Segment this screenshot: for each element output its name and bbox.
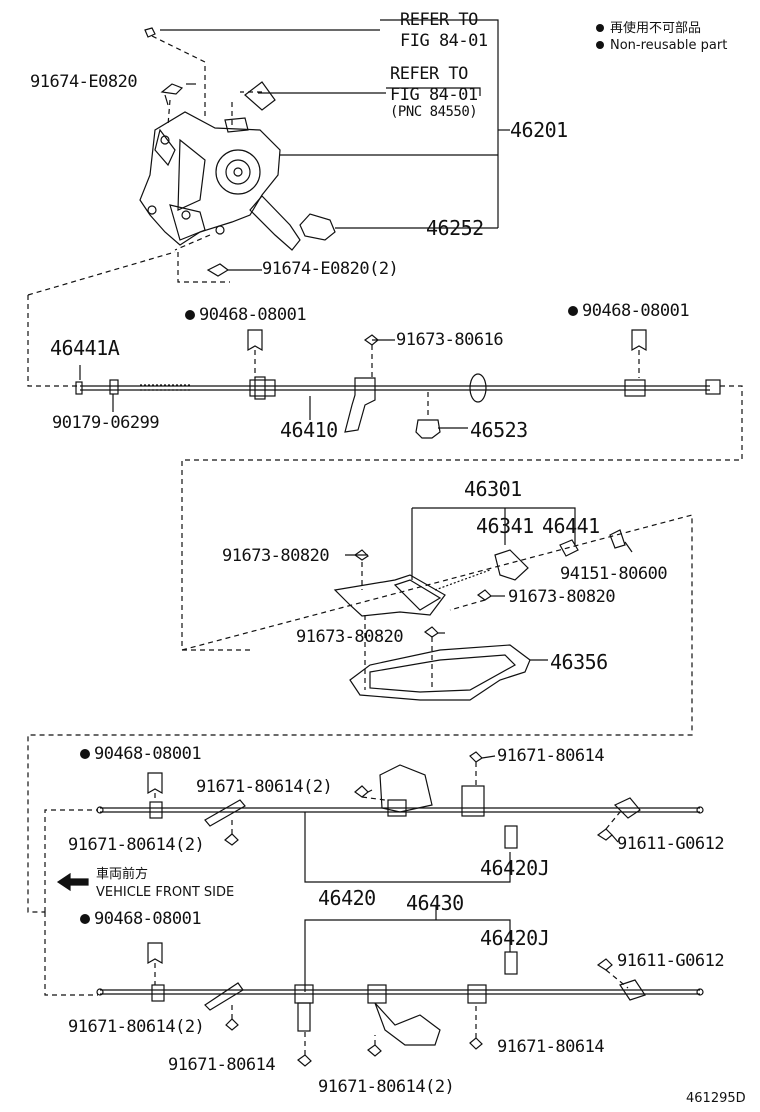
part-46420j-a: 46420J [480,856,550,880]
part-46430: 46430 [406,891,464,915]
part-91671-80614-a: 91671-80614 [497,746,605,766]
figure-id: 461295D [686,1091,746,1106]
front-label-en: VEHICLE FRONT SIDE [96,885,235,900]
part-46301: 46301 [464,477,522,501]
part-46410: 46410 [280,418,338,442]
part-46523: 46523 [470,418,528,442]
part-91671-80614-b: 91671-80614 [497,1037,605,1057]
part-90468-08001-c: 90468-08001 [80,745,202,763]
refer-1-line2: FIG 84-01 [400,31,488,51]
front-cable-dashed [181,345,743,651]
part-91671-80614-2-a: 91671-80614(2) [196,777,333,797]
part-91674-e0820: 91674-E0820 [30,72,138,92]
part-46441a: 46441A [50,336,120,360]
part-91673-80820-c: 91673-80820 [296,627,404,647]
legend-japanese: 再使用不可部品 [596,20,701,38]
part-94151-80600: 94151-80600 [560,564,668,584]
equalizer-assembly [333,507,633,701]
part-46356: 46356 [550,650,608,674]
part-46420: 46420 [318,886,376,910]
part-46441: 46441 [542,514,600,538]
part-46341: 46341 [476,514,534,538]
refer-2-line1: REFER TO [390,64,468,84]
equalizer-dashed [27,514,693,913]
part-46420j-b: 46420J [480,926,550,950]
part-46252: 46252 [426,216,484,240]
part-91611-g0612-a: 91611-G0612 [617,834,725,854]
pedal-assembly [139,27,336,277]
refer-2-line2: FIG 84-01 [390,85,478,105]
legend-english: Non-reusable part [596,37,727,55]
part-90468-08001-d: 90468-08001 [80,910,202,928]
rear-cable-46420 [96,751,704,883]
rear-cable-46430 [96,905,704,1067]
part-91671-80614-2-c: 91671-80614(2) [68,1017,205,1037]
rear-cable-46420-dashed [44,762,621,912]
pedal-dashed-leaders [27,35,262,387]
part-91674-e0820-2: 91674-E0820(2) [262,259,399,279]
part-91671-80614-2-d: 91671-80614(2) [318,1077,455,1097]
part-91673-80616: 91673-80616 [396,330,504,350]
front-arrow-icon [56,872,89,892]
part-90468-08001-a: 90468-08001 [185,306,307,324]
refer-1-line1: REFER TO [400,10,478,30]
part-91671-80614-c: 91671-80614 [168,1055,276,1075]
part-90179-06299: 90179-06299 [52,413,160,433]
front-label-jp: 車両前方 [96,867,149,882]
front-cable [75,329,721,439]
part-91673-80820-b: 91673-80820 [508,587,616,607]
part-90468-08001-b: 90468-08001 [568,302,690,320]
part-46201: 46201 [510,118,568,142]
part-91611-g0612-b: 91611-G0612 [617,951,725,971]
part-91671-80614-2-b: 91671-80614(2) [68,835,205,855]
refer-2-line3: (PNC 84550) [390,104,478,120]
rear-cable-46430-dashed [44,912,629,1055]
part-91673-80820-a: 91673-80820 [222,546,330,566]
pedal-callout-lines [160,19,510,271]
